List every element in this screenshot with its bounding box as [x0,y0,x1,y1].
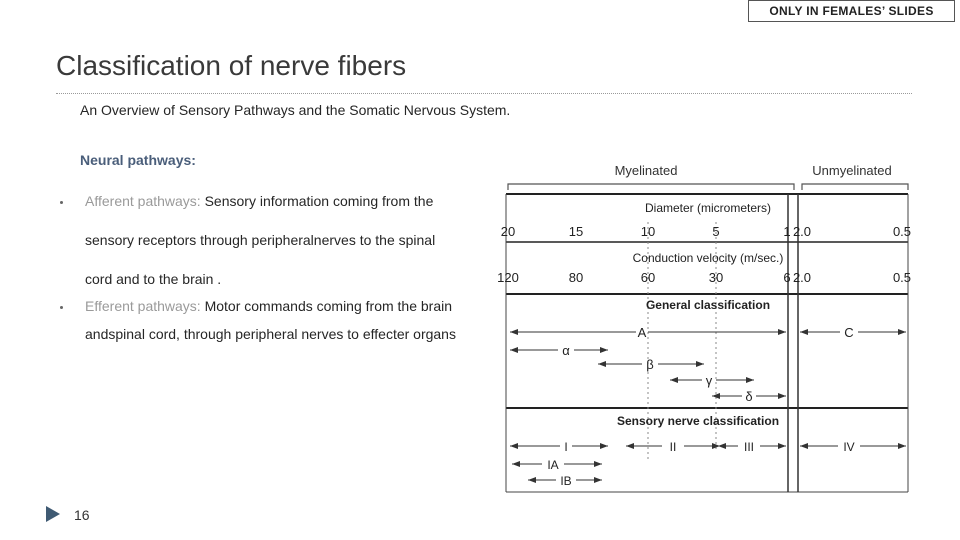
figure-svg: Myelinated Unmyelinated Diameter (microm… [497,163,911,493]
sensory-I-label: I [564,440,567,454]
fiber-A-label: A [638,325,647,340]
myelinated-label: Myelinated [615,163,678,178]
page-number: 16 [74,507,90,523]
myelinated-bracket [507,183,795,190]
diameter-tick: 2.0 [793,224,811,239]
velocity-tick: 30 [709,270,723,285]
delta-label: δ [745,389,752,404]
beta-label: β [646,357,653,372]
overview-bullet-text: An Overview of Sensory Pathways and the … [80,102,511,118]
gamma-label: γ [706,373,713,388]
unmyelinated-label: Unmyelinated [812,163,892,178]
slide-title: Classification of nerve fibers [56,50,407,81]
diameter-tick: 5 [712,224,719,239]
diameter-tick: 10 [641,224,655,239]
nerve-fiber-classification-figure: Myelinated Unmyelinated Diameter (microm… [497,152,916,495]
sensory-classification-label: Sensory nerve classification [617,414,779,428]
velocity-tick: 2.0 [793,270,811,285]
diameter-label: Diameter (micrometers) [645,201,771,215]
unmyelinated-bracket [801,183,909,190]
sensory-III-label: III [744,440,754,454]
efferent-text: Motor commands coming from the brain [200,298,453,314]
audience-badge: ONLY IN FEMALES’ SLIDES [748,0,955,22]
velocity-tick: 0.5 [893,270,911,285]
sensory-II-label: II [670,440,677,454]
general-classification-label: General classification [646,298,770,312]
afferent-label: Afferent pathways: [85,193,201,209]
velocity-tick: 60 [641,270,655,285]
diameter-tick: 20 [501,224,515,239]
velocity-tick: 80 [569,270,583,285]
afferent-line-3: cord and to the brain . [85,271,222,287]
sensory-IB-label: IB [560,474,571,488]
afferent-line-1: Afferent pathways: Sensory information c… [85,193,433,209]
title-divider [56,93,912,94]
footer-triangle-icon [46,506,60,522]
afferent-text: Sensory information coming from the [200,193,434,209]
sensory-IV-label: IV [843,440,854,454]
velocity-label: Conduction velocity (m/sec.) [633,251,784,265]
diameter-tick: 0.5 [893,224,911,239]
fiber-C-label: C [844,325,853,340]
efferent-line-1: Efferent pathways: Motor commands coming… [85,298,452,314]
diameter-tick: 15 [569,224,583,239]
afferent-line-2: sensory receptors through peripheralnerv… [85,232,436,248]
velocity-tick: 120 [498,270,519,285]
alpha-label: α [562,343,570,358]
sensory-IA-label: IA [547,458,558,472]
efferent-label: Efferent pathways: [85,298,201,314]
neural-pathways-heading: Neural pathways: [80,152,196,168]
velocity-tick: 6 [783,270,790,285]
efferent-line-2: andspinal cord, through peripheral nerve… [85,326,456,342]
sub-bullet-dot [60,306,63,309]
diameter-tick: 1 [783,224,790,239]
sub-bullet-dot [60,201,63,204]
